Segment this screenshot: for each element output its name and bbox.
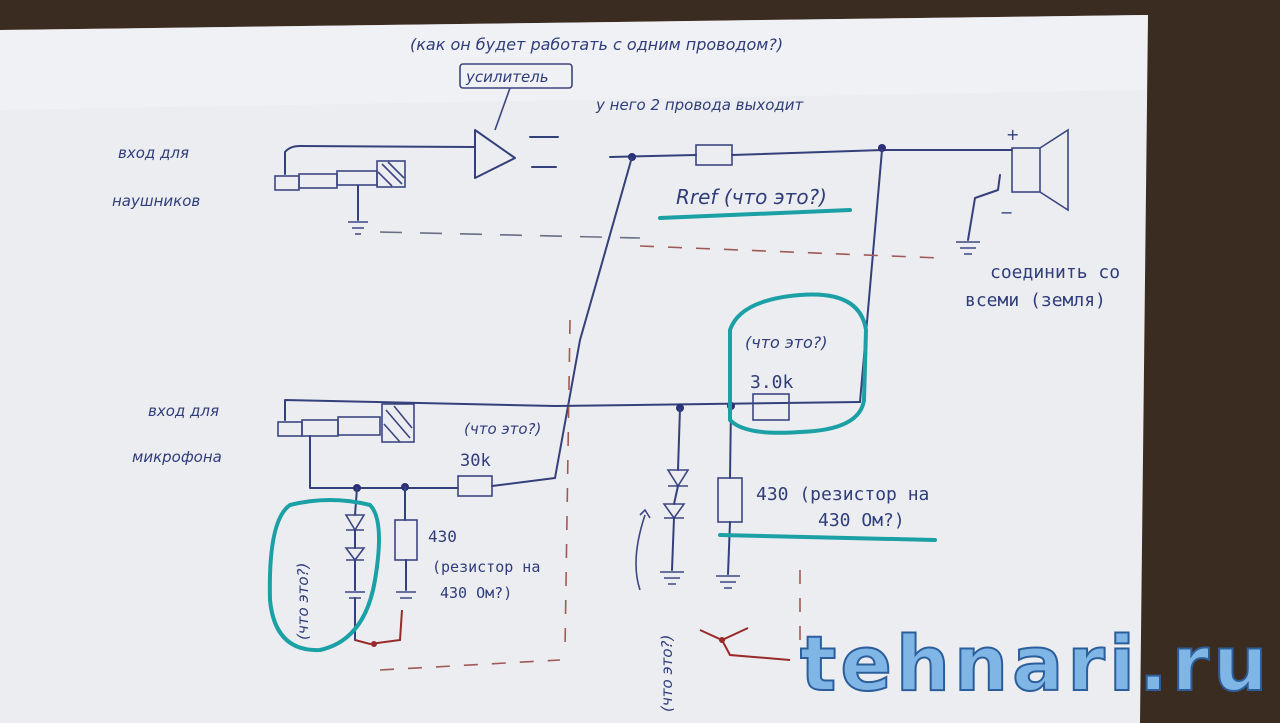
plus-label: + — [1006, 125, 1019, 144]
label-q-diode-left: (что это?) — [294, 563, 312, 640]
headphone-jack — [274, 145, 476, 235]
speaker-symbol: + − — [956, 125, 1069, 255]
label-q-diode-bottom: (что это?) — [658, 635, 676, 712]
label-top-question: (как он будет работать с одним проводом?… — [410, 35, 783, 54]
label-q1: (что это?) — [464, 420, 541, 438]
label-430-left-3: 430 Ом?) — [440, 584, 512, 602]
label-headphone-input-2: наушников — [112, 192, 200, 210]
amplifier-symbol — [459, 63, 573, 179]
label-output-note: у него 2 провода выходит — [595, 96, 805, 114]
guide-dash-1 — [379, 231, 641, 239]
label-q2: (что это?) — [745, 333, 828, 352]
label-430-right-2: 430 Ом?) — [818, 510, 905, 531]
label-ground-2: всеми (земля) — [965, 290, 1106, 311]
minus-label: − — [1000, 203, 1013, 222]
highlight-430-underline — [718, 533, 937, 542]
label-headphone-input-1: вход для — [118, 144, 189, 162]
label-430-left-2: (резистор на — [432, 558, 540, 576]
highlight-rref-underline — [658, 208, 852, 220]
guide-dash-3 — [379, 659, 561, 671]
label-430-right-1: 430 (резистор на — [756, 484, 929, 505]
label-430-left-1: 430 — [428, 527, 457, 546]
label-30k-right: 3.0k — [750, 372, 794, 393]
watermark-text: tehnari.ru — [800, 619, 1271, 708]
highlight-3k-loop — [728, 292, 868, 435]
paper-shade — [0, 15, 1148, 110]
microphone-jack — [277, 399, 861, 489]
label-ground-1: соединить со — [990, 262, 1120, 283]
label-amplifier: усилитель — [465, 68, 549, 86]
label-mic-input-2: микрофона — [132, 448, 222, 466]
guide-dash-2 — [639, 245, 941, 259]
watermark: tehnari.ru — [799, 618, 1271, 709]
label-mic-input-1: вход для — [148, 402, 219, 420]
label-30k-left: 30k — [460, 451, 491, 471]
label-rref: Rref (что это?) — [676, 185, 827, 209]
highlight-left-loop — [267, 498, 381, 653]
